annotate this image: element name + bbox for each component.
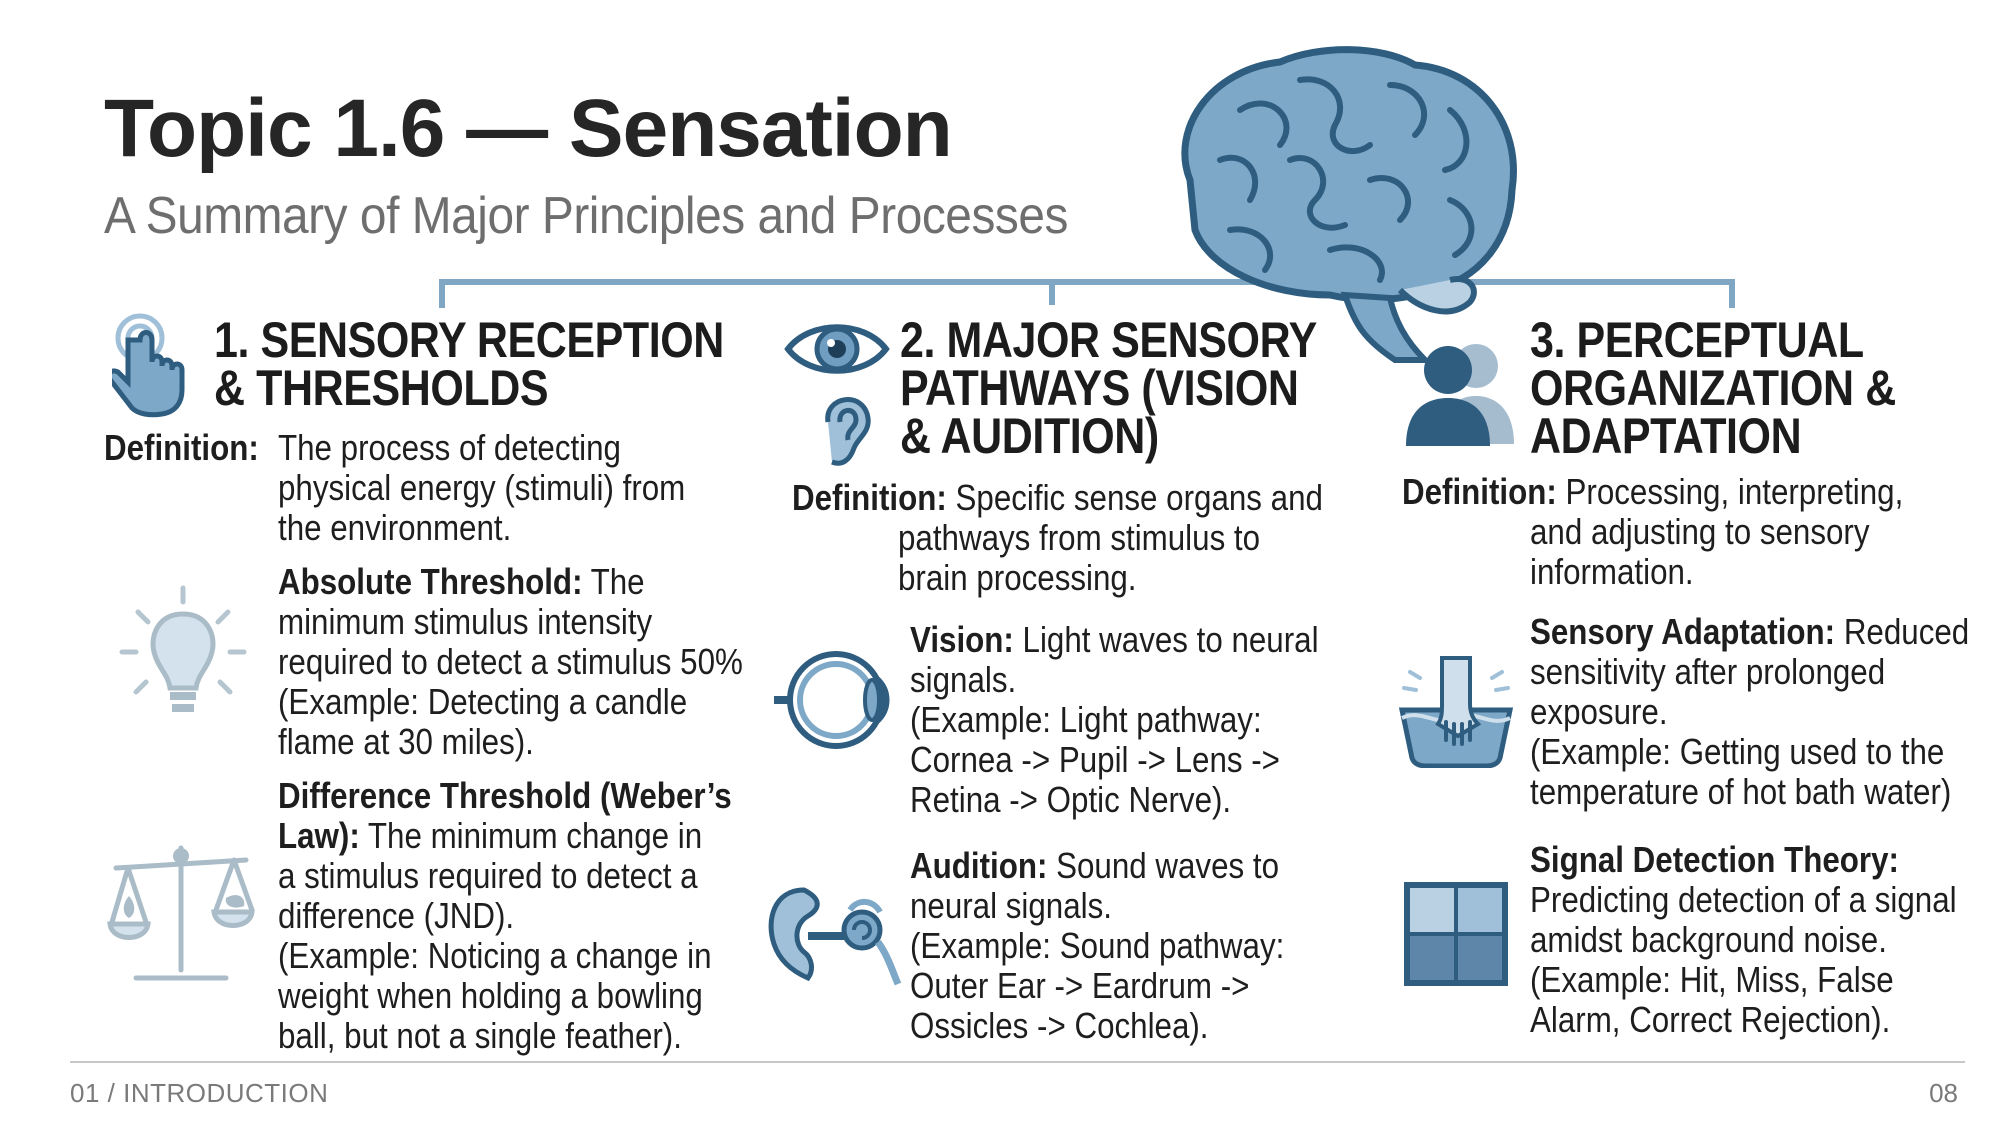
footer-divider xyxy=(70,1061,1965,1063)
lightbulb-icon xyxy=(119,585,247,712)
page-number: 08 xyxy=(1929,1078,1958,1108)
column-3-heading: 3. PERCEPTUAL ORGANIZATION & ADAPTATION xyxy=(1530,312,1896,464)
hand-in-water-icon xyxy=(1398,656,1514,768)
page-title: Topic 1.6 — Sensation xyxy=(104,83,953,174)
eyeball-anatomy-icon xyxy=(774,651,890,749)
column-3-definition-text: and adjusting to sensory information. xyxy=(1530,511,1870,592)
difference-threshold-text: Difference Threshold (Weber’s Law): The … xyxy=(278,775,732,1056)
definition-label: Definition: xyxy=(104,427,259,468)
column-2-definition: Definition: Specific sense organs and xyxy=(792,477,1323,518)
column-2-heading: 2. MAJOR SENSORY PATHWAYS (VISION & AUDI… xyxy=(900,312,1317,464)
audition-text: Audition: Sound waves to neural signals.… xyxy=(910,845,1285,1046)
eye-icon xyxy=(784,324,890,374)
vision-text: Vision: Light waves to neural signals. (… xyxy=(910,619,1319,820)
signal-detection-text: Signal Detection Theory: Predicting dete… xyxy=(1530,839,1957,1040)
touch-hand-icon xyxy=(112,313,185,418)
inner-ear-anatomy-icon xyxy=(768,887,902,986)
column-1-definition-text: The process of detecting physical energy… xyxy=(278,427,686,548)
quadrant-grid-icon xyxy=(1404,882,1508,986)
page-subtitle: A Summary of Major Principles and Proces… xyxy=(104,187,1068,245)
column-3-definition: Definition: Processing, interpreting, xyxy=(1402,471,1904,512)
absolute-threshold-text: Absolute Threshold: The minimum stimulus… xyxy=(278,561,743,762)
column-1-heading: 1. SENSORY RECEPTION & THRESHOLDS xyxy=(214,312,724,416)
footer-section-label: 01 / INTRODUCTION xyxy=(70,1078,329,1108)
ear-icon xyxy=(825,397,871,466)
balance-scale-icon xyxy=(107,845,255,981)
column-1-definition: Definition: xyxy=(104,428,259,468)
column-2-definition-text: pathways from stimulus to brain processi… xyxy=(898,517,1261,598)
sensory-adaptation-text: Sensory Adaptation: Reduced sensitivity … xyxy=(1530,611,1970,812)
person-silhouette-icon xyxy=(1406,344,1514,446)
brain-icon xyxy=(1181,46,1517,363)
